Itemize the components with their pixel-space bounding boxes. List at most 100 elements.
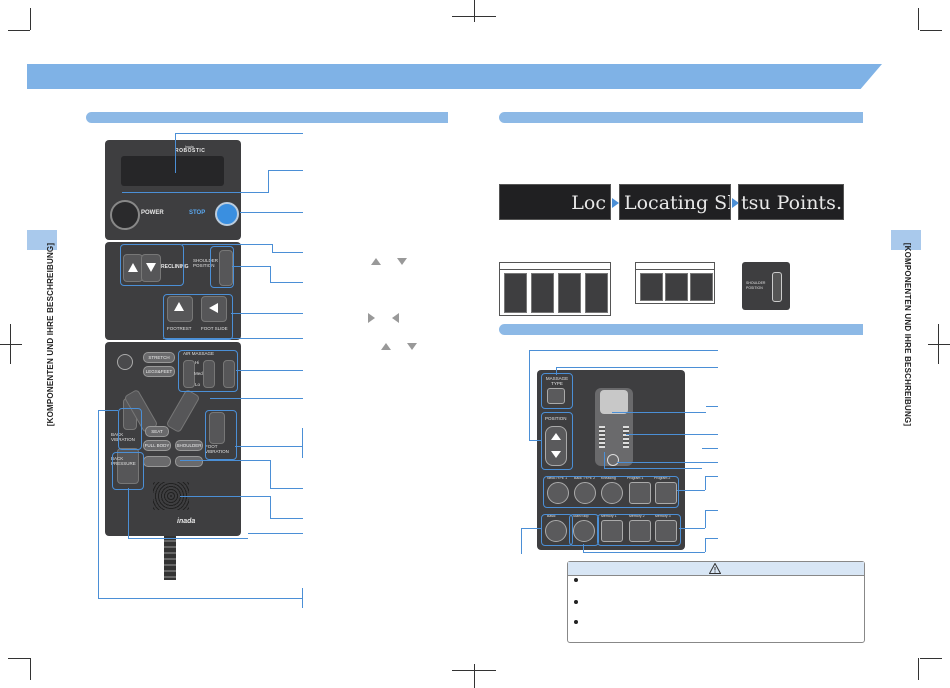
highlight-back-vibration bbox=[118, 408, 142, 450]
callout-line bbox=[180, 496, 270, 497]
callout-line bbox=[163, 338, 303, 339]
med-label: Med bbox=[194, 371, 203, 376]
callout-line bbox=[626, 434, 718, 435]
callout-line bbox=[270, 460, 271, 488]
callout-line bbox=[705, 538, 706, 552]
right-arrow-icon bbox=[368, 313, 375, 323]
remote-bottom-panel: STRETCH LEGS&FEET AIR MASSAGE Hi Med Lo … bbox=[105, 342, 241, 536]
shoulder-position-label: SHOULDER POSITION bbox=[193, 258, 219, 268]
lo-label: Lo bbox=[195, 382, 201, 387]
callout-bracket bbox=[302, 428, 303, 458]
air-massage-right-slider[interactable] bbox=[223, 360, 235, 388]
position-rocker[interactable] bbox=[545, 426, 567, 466]
position-meter-right bbox=[623, 426, 629, 448]
start-stop-button[interactable] bbox=[573, 520, 595, 542]
callout-line bbox=[679, 528, 705, 529]
callout-line bbox=[529, 350, 530, 440]
foot-vibration-label: FOOT VIBRATION bbox=[205, 444, 229, 454]
type-label-neck: Neck bbox=[547, 476, 555, 480]
up-arrow-icon bbox=[381, 343, 391, 350]
preset-button-left[interactable] bbox=[143, 456, 171, 467]
side-tab-left bbox=[27, 230, 57, 250]
callout-line bbox=[705, 538, 718, 539]
callout-line bbox=[529, 440, 541, 441]
highlight-type-buttons bbox=[543, 476, 679, 508]
crop-mark bbox=[30, 8, 31, 30]
back-button[interactable] bbox=[574, 482, 596, 504]
highlight-basic bbox=[541, 514, 573, 546]
callout-line bbox=[270, 282, 303, 283]
warning-bullet bbox=[574, 600, 578, 604]
brand-label: ROBOSTIC bbox=[175, 148, 206, 154]
intensity-level-hi bbox=[640, 273, 663, 301]
callout-bracket bbox=[302, 588, 303, 608]
program-1-button[interactable] bbox=[629, 482, 651, 504]
back-vibration-label: BACK VIBRATION bbox=[111, 432, 135, 442]
stop-button[interactable] bbox=[215, 202, 239, 226]
memory-2-button[interactable] bbox=[629, 520, 651, 542]
callout-line bbox=[98, 410, 99, 598]
highlight-air-massage bbox=[178, 350, 238, 392]
memory-1-button[interactable] bbox=[601, 520, 623, 542]
program-2-button[interactable] bbox=[655, 482, 677, 504]
reclining-label: RECLINING bbox=[161, 264, 189, 270]
type-label-kneading: Kneading bbox=[601, 476, 616, 480]
auto-button[interactable] bbox=[117, 354, 133, 370]
preset-button-right[interactable] bbox=[175, 456, 203, 467]
foot-vibration-slider[interactable] bbox=[209, 412, 225, 444]
footrest-button[interactable] bbox=[167, 296, 193, 322]
massage-type-button[interactable] bbox=[547, 388, 565, 404]
full-body-button[interactable]: FULL BODY bbox=[143, 440, 171, 451]
crop-mark bbox=[10, 324, 11, 364]
side-label-right: [KOMPONENTEN UND IHRE BESCHREIBUNG] bbox=[903, 242, 913, 427]
foot-slide-button[interactable] bbox=[201, 296, 227, 322]
back-pressure-slider[interactable] bbox=[117, 448, 139, 484]
stretch-button[interactable]: STRETCH bbox=[143, 352, 175, 363]
left-arrow-icon bbox=[392, 313, 399, 323]
callout-line bbox=[122, 192, 269, 193]
crop-mark bbox=[474, 664, 475, 688]
callout-line bbox=[705, 510, 706, 528]
highlight-back-pressure bbox=[112, 452, 144, 490]
brand-small: Inada bbox=[185, 145, 194, 149]
callout-line bbox=[529, 350, 718, 351]
callout-line bbox=[210, 398, 303, 399]
kneading-button[interactable] bbox=[601, 482, 623, 504]
callout-line bbox=[240, 212, 303, 213]
crop-mark bbox=[452, 16, 496, 17]
callout-line bbox=[272, 252, 303, 253]
crop-mark bbox=[928, 344, 950, 345]
down-arrow-icon bbox=[397, 258, 407, 265]
intensity-level-med bbox=[558, 273, 581, 313]
callout-line bbox=[180, 460, 270, 461]
hi-label: Hi bbox=[195, 360, 200, 365]
callout-line bbox=[232, 266, 270, 267]
crop-mark bbox=[0, 344, 22, 345]
air-massage-middle-slider[interactable] bbox=[203, 360, 215, 388]
callout-line bbox=[705, 476, 706, 490]
air-massage-left-slider[interactable] bbox=[183, 360, 195, 388]
seat-massage-pad[interactable] bbox=[165, 388, 201, 434]
intensity-table-2 bbox=[635, 262, 715, 304]
legs-feet-button[interactable]: LEGS&FEET bbox=[143, 366, 175, 377]
callout-line bbox=[521, 528, 541, 529]
shoulder-position-button[interactable] bbox=[219, 250, 233, 286]
intensity-table-1 bbox=[499, 262, 611, 316]
warning-bullet bbox=[574, 620, 578, 624]
callout-line bbox=[583, 552, 705, 553]
basic-button[interactable] bbox=[545, 520, 567, 542]
highlight-memory bbox=[597, 514, 681, 546]
callout-line bbox=[556, 367, 718, 368]
neck-button[interactable] bbox=[547, 482, 569, 504]
power-button[interactable] bbox=[110, 200, 140, 230]
crop-mark bbox=[920, 30, 942, 31]
seat-button[interactable]: SEAT bbox=[145, 426, 169, 437]
memory-3-button[interactable] bbox=[655, 520, 677, 542]
inada-logo: inada bbox=[177, 518, 196, 525]
remote-top-panel: Inada ROBOSTIC POWER STOP bbox=[105, 140, 241, 240]
warning-header bbox=[568, 562, 864, 576]
recline-forward-button[interactable] bbox=[141, 254, 161, 282]
callout-line bbox=[128, 538, 248, 539]
highlight-start-stop bbox=[569, 514, 599, 546]
shoulder-button[interactable]: SHOULDER bbox=[175, 440, 203, 451]
